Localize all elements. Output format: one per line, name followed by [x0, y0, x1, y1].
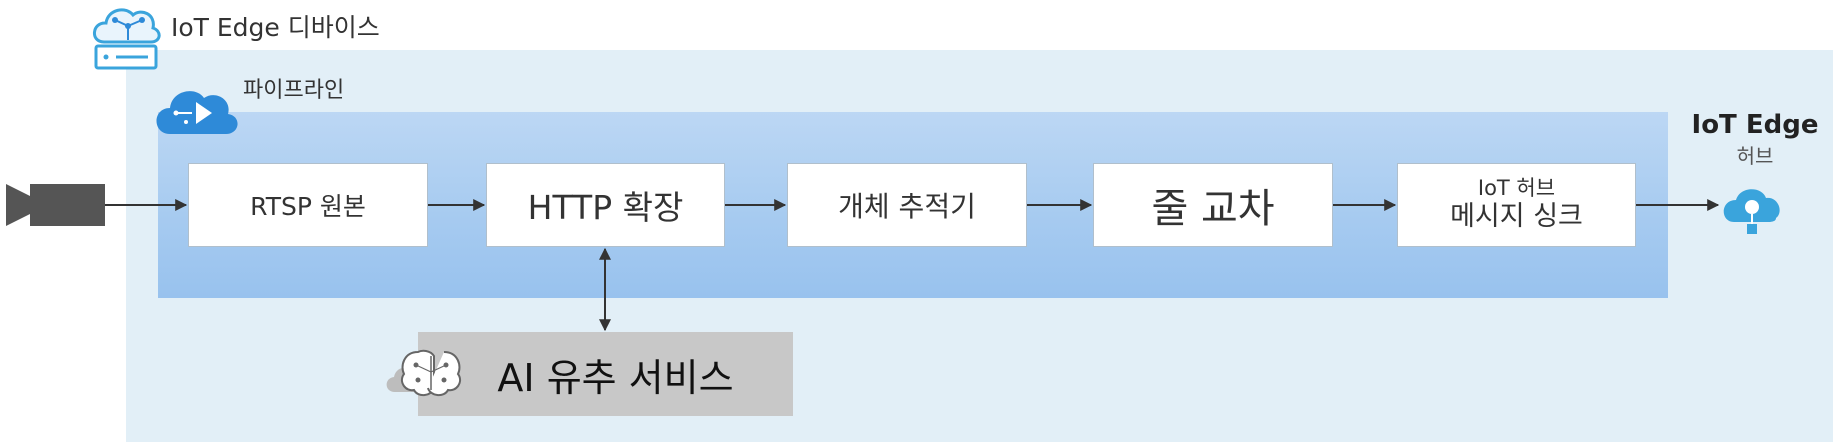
message-sink-line2: 메시지 싱크 — [1450, 201, 1583, 233]
message-sink-line1: IoT 허브 — [1477, 176, 1556, 201]
object-tracker-node: 개체 추적기 — [787, 163, 1027, 247]
pipeline-title: 파이프라인 — [243, 78, 345, 103]
iot-edge-device-icon — [93, 8, 161, 70]
line-crossing-node: 줄 교차 — [1093, 163, 1333, 247]
http-extension-label: HTTP 확장 — [527, 188, 684, 227]
device-title: IoT Edge 디바이스 — [171, 13, 380, 42]
iot-edge-hub-label: IoT Edge 허브 — [1690, 110, 1820, 169]
line-crossing-label: 줄 교차 — [1151, 186, 1275, 232]
rtsp-source-label: RTSP 원본 — [250, 192, 366, 221]
ai-brain-icon — [386, 349, 462, 396]
iot-hub-message-sink-node: IoT 허브 메시지 싱크 — [1397, 163, 1636, 247]
hub-subtitle: 허브 — [1736, 144, 1774, 168]
camera-icon — [6, 184, 105, 226]
hub-title: IoT Edge — [1691, 110, 1819, 140]
ai-inference-service-box: AI 유추 서비스 — [418, 332, 793, 416]
http-extension-node: HTTP 확장 — [486, 163, 725, 247]
pipeline-cloud-icon — [156, 91, 238, 134]
rtsp-source-node: RTSP 원본 — [188, 163, 428, 247]
object-tracker-label: 개체 추적기 — [838, 190, 976, 223]
ai-inference-service-label: AI 유추 서비스 — [497, 355, 734, 400]
iot-hub-icon — [1723, 189, 1780, 234]
